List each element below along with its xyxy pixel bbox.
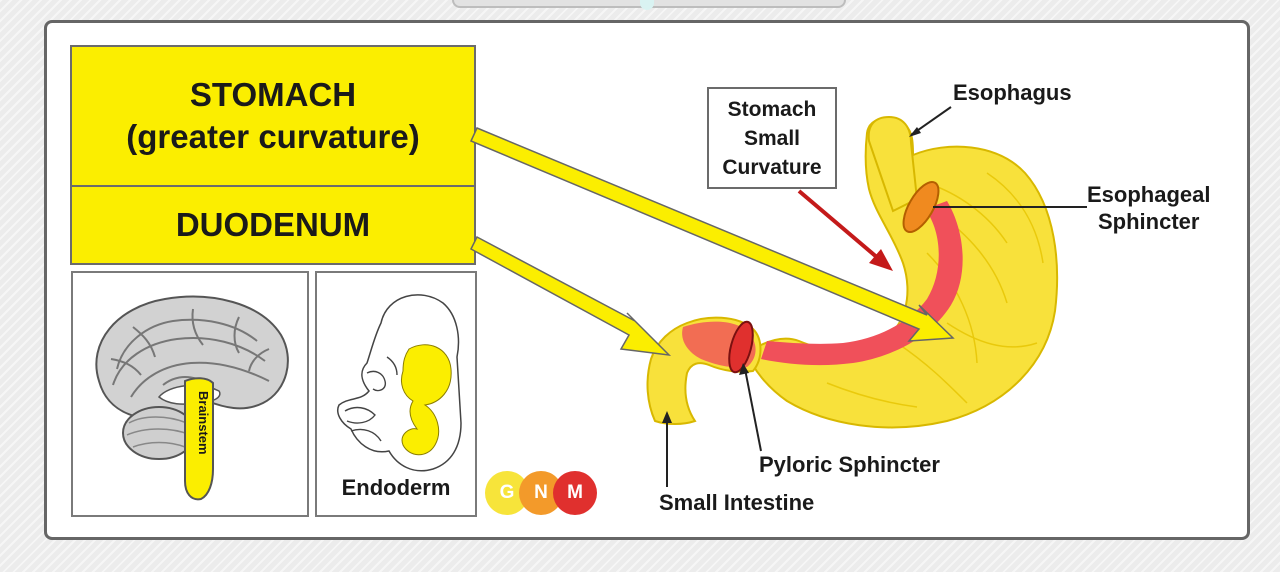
small-intestine-label: Small Intestine [659,489,814,516]
duodenum-arrow [471,237,669,355]
pyloric-sphincter-pointer [745,369,761,451]
stomach-small-curvature-box: Stomach Small Curvature [707,87,837,189]
gnm-logo: G N M [485,471,597,517]
small-curvature-line1: Stomach [722,95,821,124]
gnm-logo-m: M [553,471,597,515]
esophageal-sphincter-line1: Esophageal [1087,181,1210,208]
diagram-frame: STOMACH (greater curvature) DUODENUM [44,20,1250,540]
pyloric-sphincter-label: Pyloric Sphincter [759,451,940,478]
small-curvature-arrow-line [799,191,879,259]
top-tab [452,0,846,8]
esophageal-sphincter-line2: Sphincter [1087,208,1210,235]
esophagus-label: Esophagus [953,79,1072,106]
small-curvature-line2: Small [722,124,821,153]
small-curvature-line3: Curvature [722,153,821,182]
stomach-small-curvature-label: Stomach Small Curvature [722,95,821,182]
esophageal-sphincter-label: Esophageal Sphincter [1087,181,1210,235]
top-tab-nub [640,0,654,10]
